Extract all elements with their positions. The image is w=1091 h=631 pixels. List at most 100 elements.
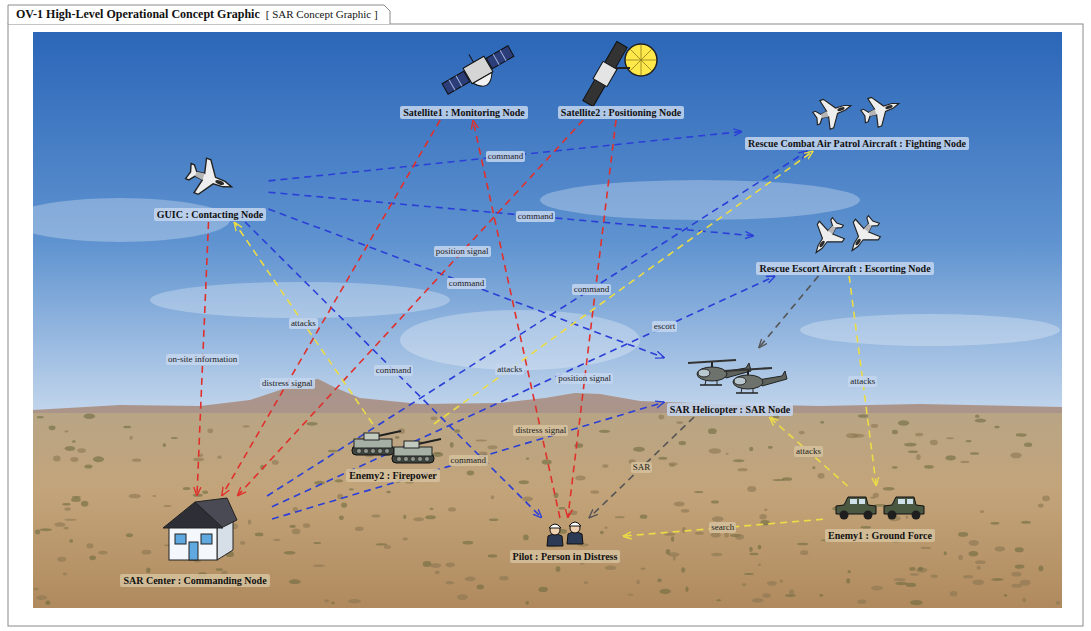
shrub [98,551,107,555]
shrub [467,471,474,476]
shrub [733,459,745,462]
line-part [711,362,713,367]
shrub [476,439,487,441]
shrub [349,488,354,490]
rect-part [907,499,913,504]
shrub [53,455,61,461]
pilot-figure [547,524,563,546]
shrub [737,468,747,471]
icon-group [810,89,904,133]
path-part [810,91,856,133]
shrub [1012,572,1022,577]
shrub [371,514,380,517]
shrub [797,543,809,546]
house-figure [163,498,237,560]
shrub [712,516,724,522]
shrub [163,443,167,447]
shrub [146,568,150,574]
shrub [818,473,825,479]
icon-group [352,431,441,463]
shrub [84,414,95,419]
shrub [752,598,763,603]
shrub [673,555,676,560]
path-part [473,72,496,90]
path-part [858,89,904,131]
shrub [71,498,81,502]
shrub [744,573,754,575]
edge-label: SAR [631,462,653,473]
icon-group [581,41,657,108]
shrub [895,582,907,585]
ellipse-part [215,179,225,186]
shrub [871,586,883,591]
shrub [575,475,586,480]
shrub [199,454,203,457]
circle-part [425,457,430,462]
shrub [450,442,454,448]
shrub [658,415,664,420]
node-name: Satellite1 : Monitoring Node [400,106,527,119]
title-bar: OV-1 High-Level Operational Concept Grap… [16,6,378,22]
shrub [749,547,753,552]
edge-label: command [374,365,414,376]
jeep-figure [836,497,876,520]
shrub [129,436,132,440]
icon-group [836,497,924,520]
desert-ground [33,413,1062,608]
ellipse-part [819,240,826,248]
pilots-icon [540,518,590,550]
operational-node: Rescue Combat Air Patrol Aircraft : Figh… [743,88,972,151]
shrub [946,437,954,439]
shrub [759,514,766,519]
shrub [54,522,65,527]
shrub [676,421,683,424]
shrub [742,583,747,586]
shrub [313,564,325,566]
jet-figure [182,154,238,204]
ellipse-part [697,367,727,381]
shrub [857,600,866,604]
shrub [820,421,824,424]
circle-part [378,449,383,454]
shrub [86,543,93,548]
path-part [804,213,851,262]
shrub [666,549,671,555]
shrub [695,532,704,535]
shrub [240,541,245,545]
shrub [894,578,906,581]
shrub [558,507,565,510]
shrub [306,422,317,426]
shrub [216,568,223,571]
ellipse-part [540,180,860,220]
rect-part [201,534,212,544]
connector-line [222,120,440,496]
shrub [963,575,973,578]
shrubs [33,414,1060,606]
shrub [445,581,454,584]
path-part [569,522,581,526]
shrub [70,457,78,462]
edge-label: position signal [434,246,491,257]
line-part [741,388,742,393]
shrub [780,579,784,582]
shrub [599,430,610,433]
shrub [1039,565,1044,571]
shrub [678,441,686,445]
shrub [584,581,588,584]
shrub [37,416,44,418]
circle-part [357,449,362,454]
line-part [449,80,455,90]
shrub [916,454,921,460]
shrub [132,459,141,462]
shrub [248,520,252,525]
edge-label: attacks [289,318,318,329]
path-part [820,111,828,119]
shrub [708,428,717,434]
shrub [488,445,498,449]
satellite-figure [581,41,629,108]
shrub [313,542,321,544]
shrub [747,486,756,492]
line-part [493,54,499,64]
shrub [931,575,938,578]
